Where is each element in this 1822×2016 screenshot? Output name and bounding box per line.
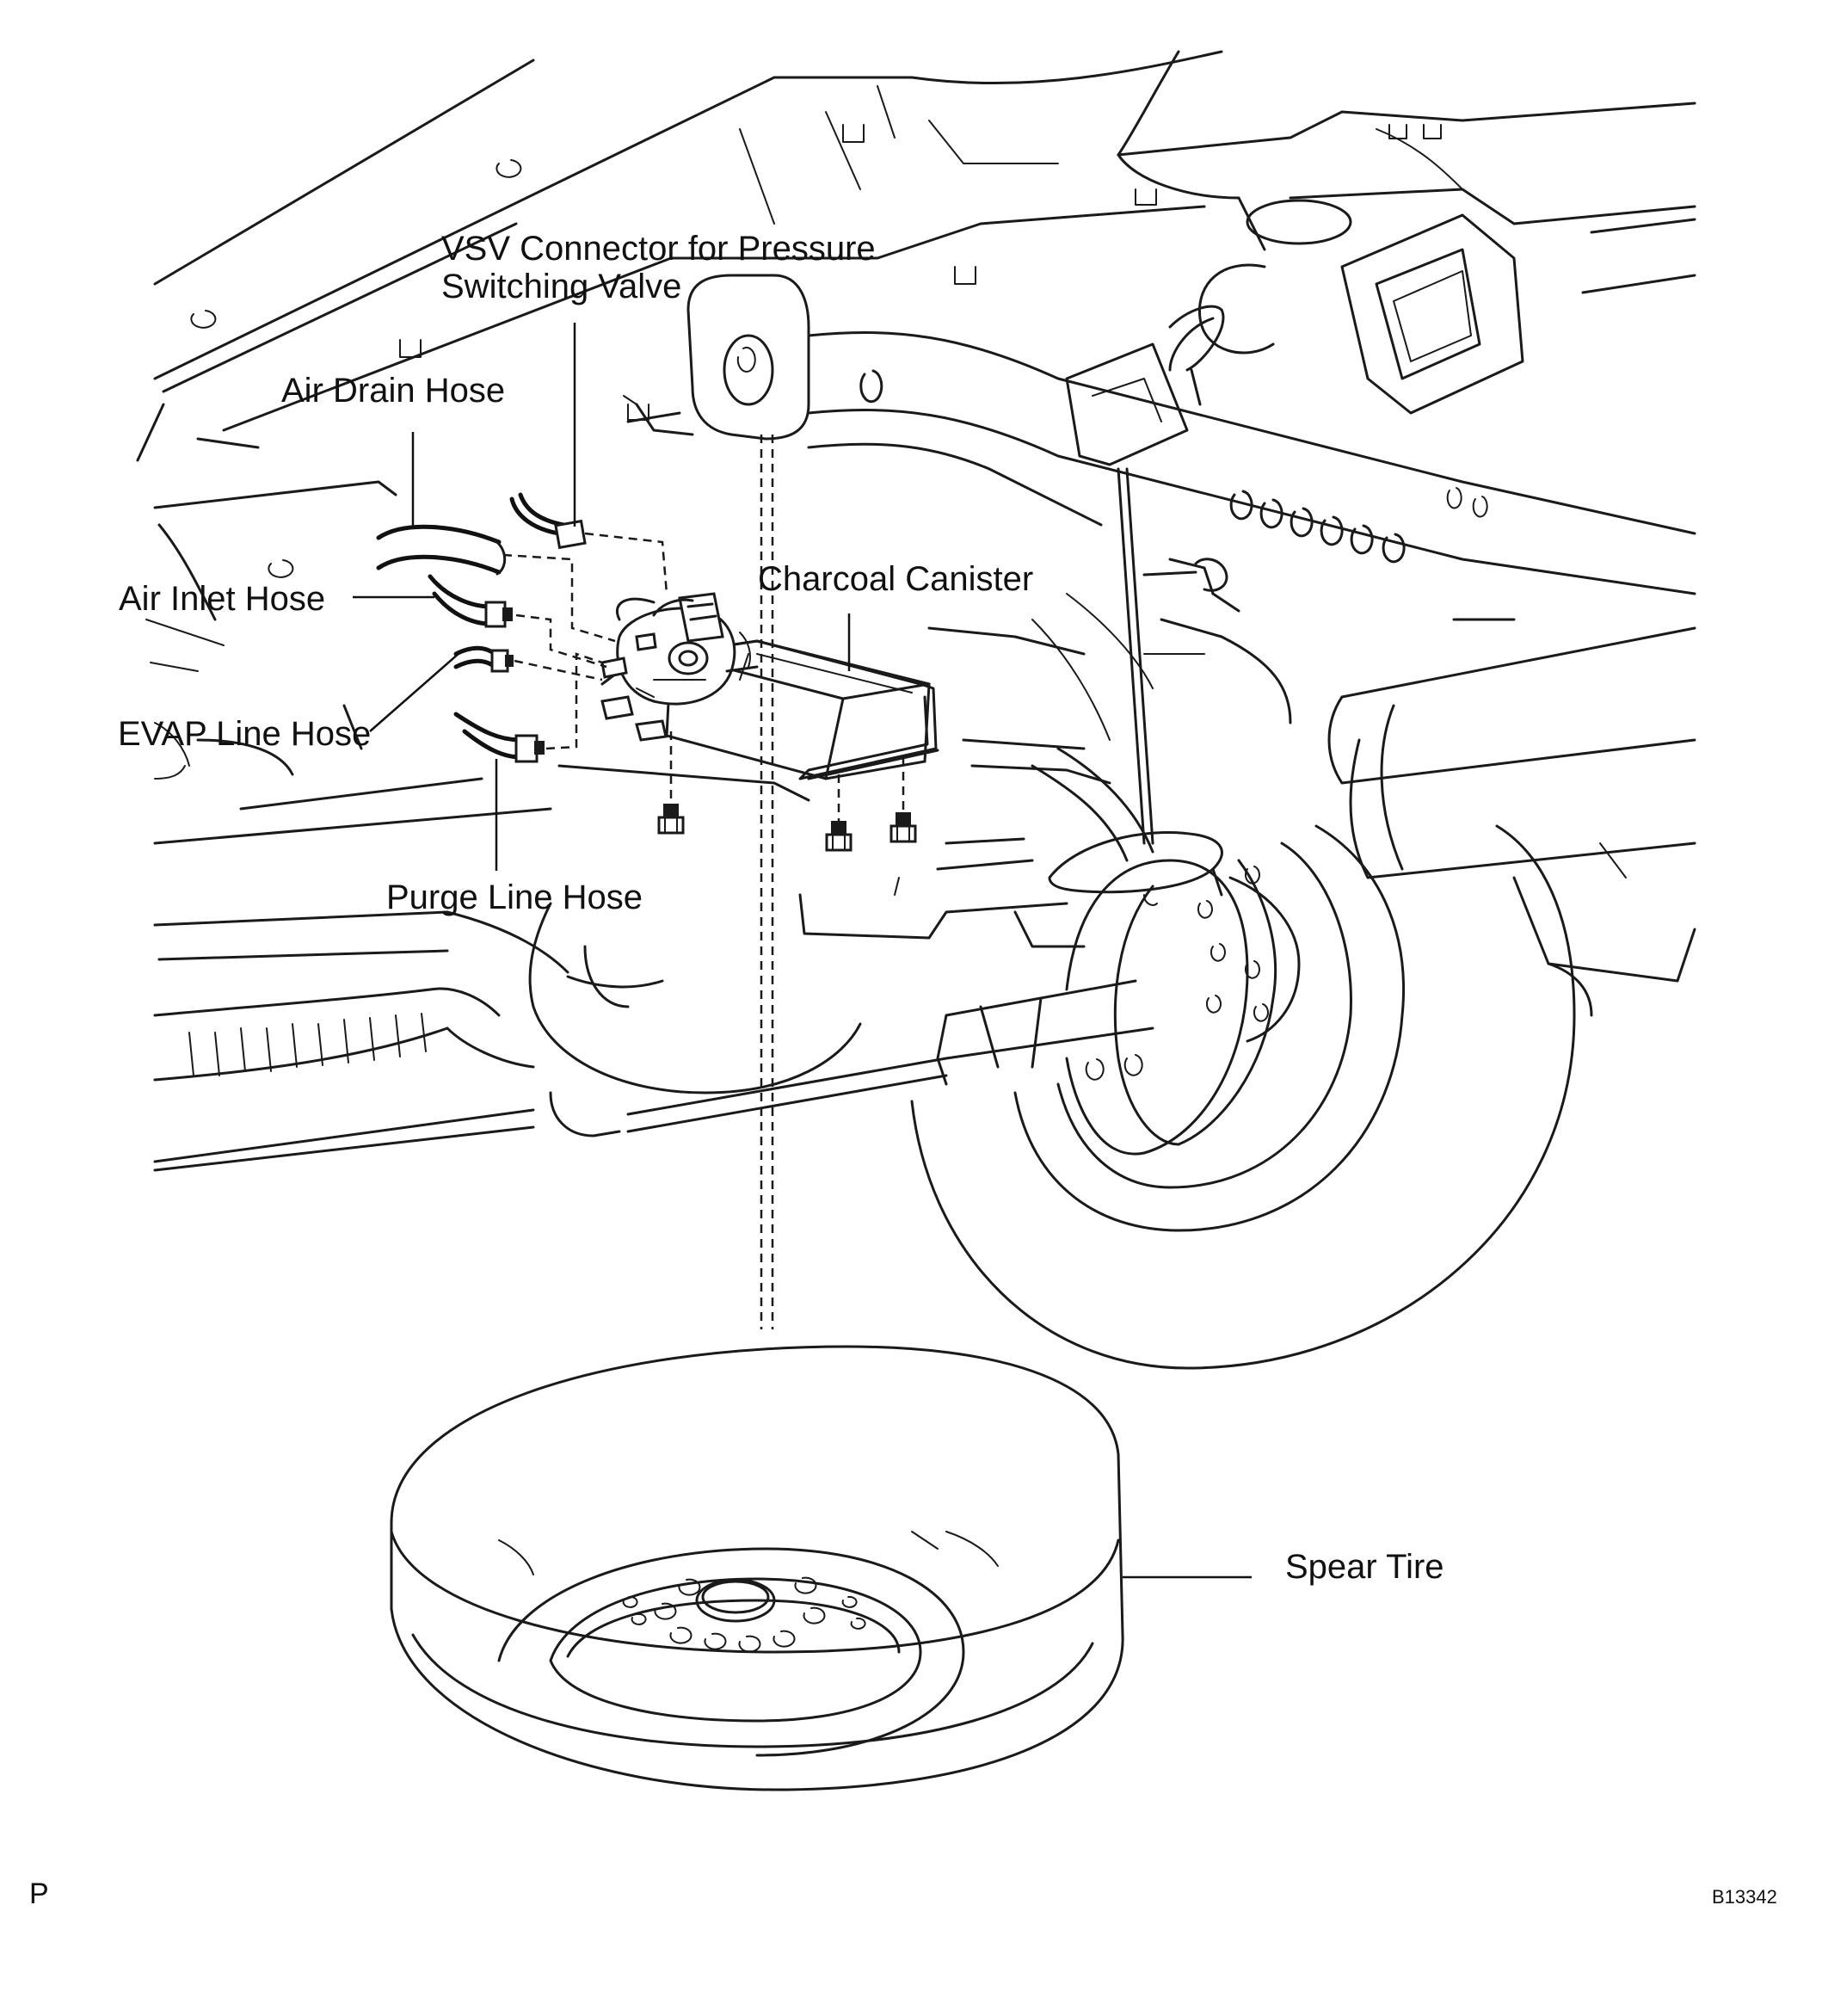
vsv-wire-harness [509,492,587,550]
vehicle-underbody-illustration [136,50,1696,1370]
label-evap-line-hose: EVAP Line Hose [118,715,371,753]
figure-code: B13342 [1712,1886,1777,1908]
air-drain-hose [376,524,507,576]
purge-line-hose [453,712,545,763]
bolt-icon [825,821,853,852]
label-charcoal-canister: Charcoal Canister [758,560,1033,598]
label-spare-tire: Spear Tire [1285,1548,1444,1586]
spare-tire-illustration [390,1345,1124,1791]
label-air-drain-hose: Air Drain Hose [281,372,505,410]
charcoal-canister-assembly [600,592,939,780]
bolt-icon [889,812,917,843]
air-inlet-hose [428,574,513,628]
label-air-inlet-hose: Air Inlet Hose [119,580,325,618]
part-labels: VSV Connector for Pressure Switching Val… [29,230,1777,1910]
corner-mark-p: P [29,1877,49,1910]
leader-lines [353,323,1252,1579]
canister-mounting-bolts [657,804,917,852]
hoses [376,492,587,763]
evap-line-hose [453,645,514,673]
label-purge-line-hose: Purge Line Hose [386,879,643,916]
label-vsv-connector-line2: Switching Valve [441,268,681,305]
installation-guide-lines [502,435,905,1329]
bolt-icon [657,804,685,835]
label-vsv-connector: VSV Connector for Pressure [441,230,876,268]
